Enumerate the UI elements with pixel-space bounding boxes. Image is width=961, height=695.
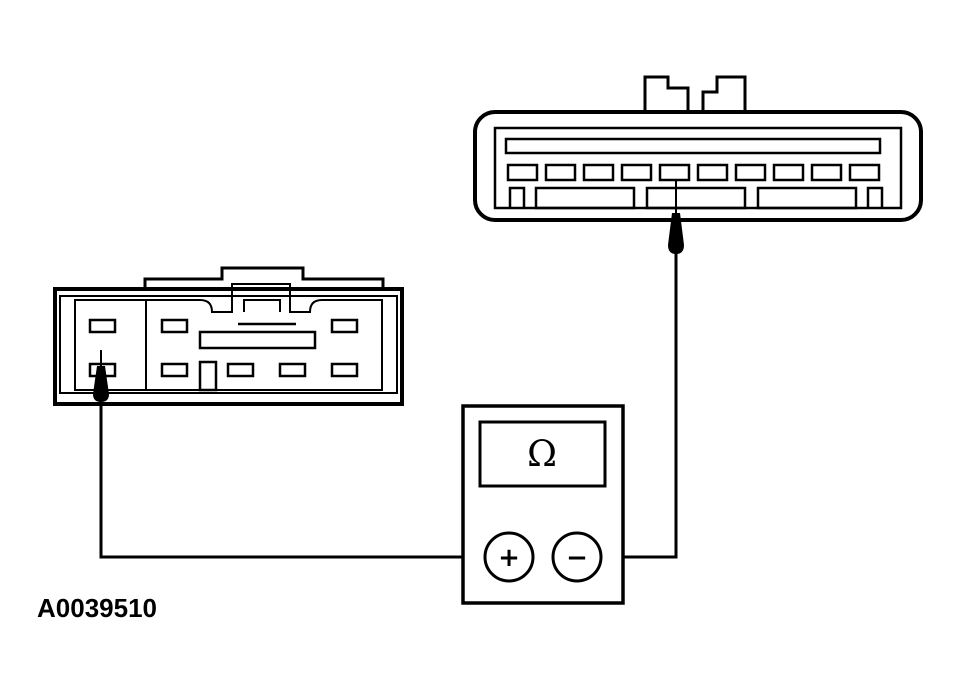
pin: [848, 163, 881, 182]
right-connector-housing: [473, 110, 923, 222]
left-probe-icon: [93, 366, 109, 402]
right-connector-slot: [504, 137, 882, 155]
left-connector-upper-pins: [88, 318, 359, 334]
pin: [88, 318, 117, 334]
pin: [160, 318, 189, 334]
right-connector-pin-row: [506, 163, 881, 182]
left-connector-body: [74, 283, 383, 391]
figure-id: A0039510: [37, 593, 157, 623]
negative-terminal: [551, 531, 603, 583]
left-connector-lower-pins: [88, 360, 359, 392]
pin: [734, 163, 767, 182]
right-connector-latch: [643, 75, 747, 112]
meter-display: [478, 420, 607, 488]
positive-terminal-label: +: [498, 543, 520, 573]
positive-lead-wire: [99, 395, 488, 559]
right-connector-key-row: [508, 186, 884, 210]
pin: [278, 362, 307, 378]
pin: [226, 362, 255, 378]
pin: [772, 163, 805, 182]
pin: [330, 318, 359, 334]
pin: [506, 163, 539, 182]
pin: [810, 163, 843, 182]
left-connector-center-bar: [198, 330, 317, 350]
pin: [160, 362, 189, 378]
pin: [198, 360, 218, 392]
positive-terminal: [483, 531, 535, 583]
pin: [544, 163, 577, 182]
pin: [696, 163, 729, 182]
left-connector-frame: [59, 295, 398, 394]
right-connector-icon: [473, 75, 923, 222]
left-connector-latch: [243, 299, 281, 312]
left-connector-lock: [143, 266, 385, 289]
right-probe-icon: [668, 213, 684, 254]
left-connector-housing: [53, 287, 404, 406]
ohmmeter-icon: Ω + −: [461, 404, 625, 605]
meter-display-symbol: Ω: [527, 434, 557, 475]
left-connector-icon: [53, 266, 404, 406]
negative-terminal-label: −: [566, 543, 588, 573]
pin: [658, 163, 691, 182]
pin: [582, 163, 615, 182]
pin: [620, 163, 653, 182]
pin: [330, 362, 359, 378]
